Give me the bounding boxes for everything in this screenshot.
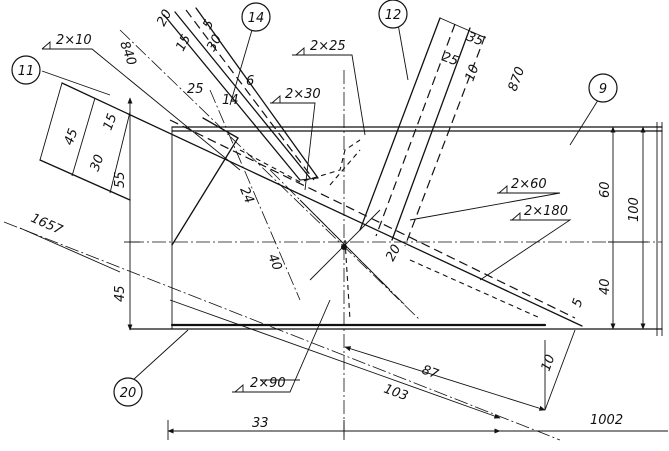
dim-870: 870 bbox=[506, 65, 529, 93]
dim-60: 60 bbox=[598, 181, 613, 198]
dim-30-top: 30 bbox=[204, 32, 225, 54]
weld-triangle-icon bbox=[41, 41, 51, 50]
callout-11-label: 11 bbox=[18, 64, 35, 79]
dim-6: 6 bbox=[246, 74, 254, 89]
dim-100: 100 bbox=[627, 197, 642, 222]
dim-103: 103 bbox=[382, 382, 410, 405]
dim-1002: 1002 bbox=[590, 413, 623, 428]
dim-10-bottom: 10 bbox=[539, 353, 559, 374]
node-centerlines bbox=[119, 29, 421, 438]
inclined-strut-12 bbox=[359, 17, 487, 247]
dimension-labels: 840 20 5 15 30 25 14 6 35 25 10 870 45 1… bbox=[28, 7, 642, 431]
dim-15-a: 15 bbox=[101, 112, 121, 133]
callout-leaders bbox=[41, 23, 601, 381]
callout-12: 12 bbox=[378, 0, 408, 29]
weld-triangle-icon bbox=[234, 384, 244, 393]
dim-5-top: 5 bbox=[200, 18, 217, 32]
weld-2x90: 2×90 bbox=[250, 376, 286, 391]
callout-20-label: 20 bbox=[120, 386, 137, 401]
dim-30-a: 30 bbox=[88, 153, 108, 174]
callout-14: 14 bbox=[241, 2, 271, 32]
left-dimensions bbox=[19, 97, 140, 331]
dim-55: 55 bbox=[113, 171, 128, 188]
weld-leaders bbox=[42, 48, 572, 393]
weld-symbols: 2×10 2×25 2×30 2×60 2×180 2×90 bbox=[41, 33, 568, 393]
weld-triangle-icon bbox=[498, 185, 508, 194]
weld-2x10: 2×10 bbox=[56, 33, 92, 48]
dim-14: 14 bbox=[222, 93, 239, 108]
weld-2x60: 2×60 bbox=[511, 177, 547, 192]
horizontal-member bbox=[129, 122, 663, 336]
dim-840: 840 bbox=[116, 39, 139, 67]
weld-triangle-icon bbox=[271, 95, 281, 104]
dim-20: 20 bbox=[154, 7, 175, 29]
diagonal-brace bbox=[3, 82, 583, 441]
gusset-plate bbox=[239, 139, 541, 321]
dim-25-right: 25 bbox=[440, 50, 461, 70]
callout-12-label: 12 bbox=[385, 8, 402, 23]
dim-10-right: 10 bbox=[463, 63, 483, 84]
weld-2x180: 2×180 bbox=[524, 204, 568, 219]
callout-9-label: 9 bbox=[599, 82, 607, 97]
callout-20: 20 bbox=[113, 377, 143, 407]
dim-15-top: 15 bbox=[173, 32, 194, 54]
dim-24: 24 bbox=[236, 185, 256, 206]
dim-33: 33 bbox=[252, 416, 269, 431]
bottom-dimensions bbox=[167, 299, 668, 440]
dim-20-mid: 20 bbox=[383, 242, 404, 264]
dim-45-b: 45 bbox=[113, 285, 128, 302]
dim-40-diag: 40 bbox=[264, 252, 284, 273]
right-dimensions bbox=[608, 126, 648, 330]
dim-40-right: 40 bbox=[598, 278, 613, 295]
weld-2x25: 2×25 bbox=[310, 39, 346, 54]
dim-87: 87 bbox=[420, 363, 441, 383]
dim-25-left: 25 bbox=[187, 82, 204, 97]
dim-45-a: 45 bbox=[62, 127, 82, 148]
weld-triangle-icon bbox=[511, 212, 521, 221]
dim-35: 35 bbox=[465, 30, 486, 50]
callout-11: 11 bbox=[11, 55, 41, 85]
callout-9: 9 bbox=[588, 73, 618, 103]
callout-14-label: 14 bbox=[248, 11, 265, 26]
dim-5-right: 5 bbox=[570, 296, 587, 309]
weld-triangle-icon bbox=[295, 47, 305, 56]
weld-2x30: 2×30 bbox=[285, 87, 321, 102]
